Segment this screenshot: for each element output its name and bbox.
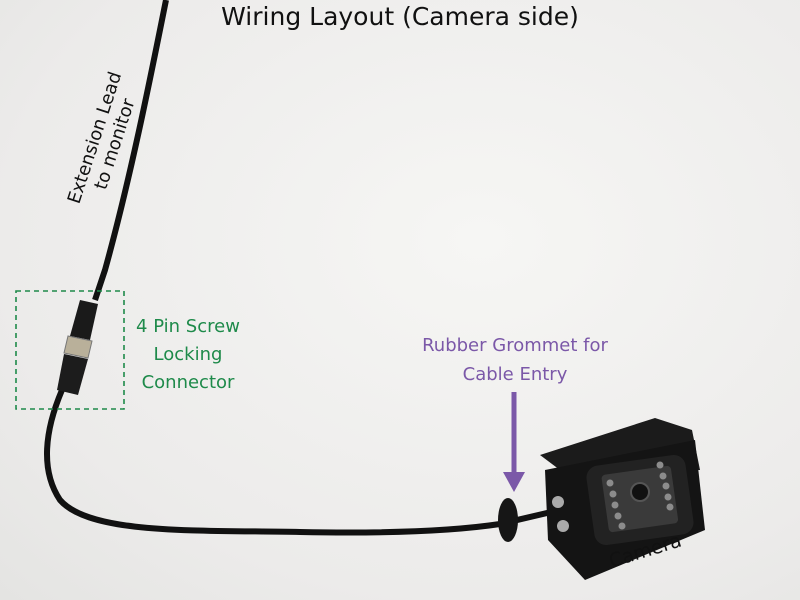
diagram-title: Wiring Layout (Camera side) [221, 2, 579, 31]
rubber-grommet [498, 498, 518, 542]
grommet-line-1: Rubber Grommet for [422, 335, 608, 356]
grommet-label: Rubber Grommet for Cable Entry [400, 331, 630, 389]
connector-line-2: Locking [153, 344, 223, 365]
connector-label: 4 Pin Screw Locking Connector [118, 313, 258, 397]
camera-cable [44, 388, 561, 536]
extension-cable [92, 0, 169, 301]
connector-highlight-box [15, 290, 125, 410]
screw-connector [57, 300, 98, 395]
grommet-line-2: Cable Entry [462, 364, 568, 385]
camera-body [540, 418, 705, 580]
connector-line-3: Connector [141, 372, 235, 393]
grommet-arrow-head [503, 472, 525, 492]
connector-line-1: 4 Pin Screw [136, 316, 240, 337]
